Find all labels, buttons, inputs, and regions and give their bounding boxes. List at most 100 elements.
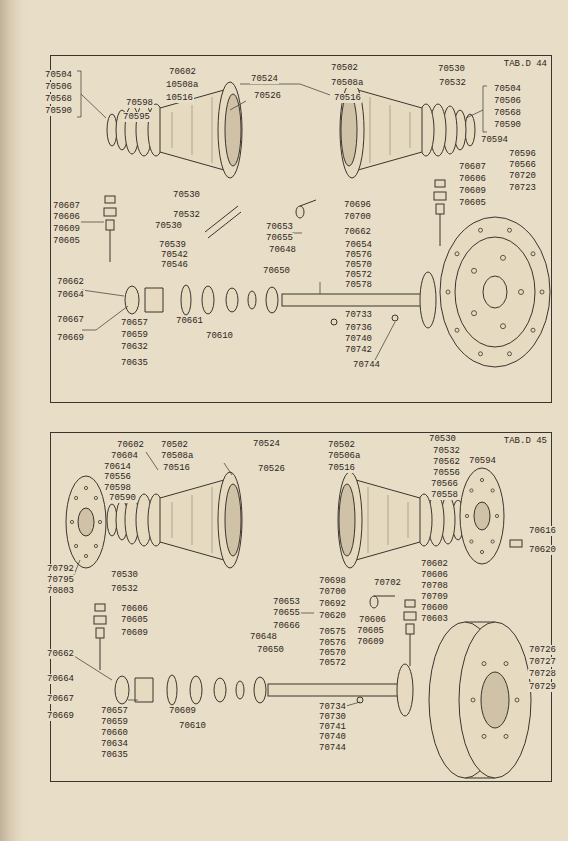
- callout-number: 70575: [318, 627, 347, 637]
- callout-number: 70648: [268, 245, 297, 255]
- callout-number: 70566: [430, 479, 459, 489]
- bolt-hole: [504, 662, 508, 666]
- callout-number: 70614: [103, 462, 132, 472]
- bolt-hole: [465, 514, 468, 517]
- callout-number: 70605: [356, 626, 385, 636]
- callout-number: 70692: [318, 599, 347, 609]
- callout-number: 70709: [420, 592, 449, 602]
- callout-number: 70605: [52, 236, 81, 246]
- callout-number: 70556: [103, 472, 132, 482]
- callout-number: 70700: [318, 587, 347, 597]
- callout-number: 70590: [44, 106, 73, 116]
- callout-number: 70655: [272, 608, 301, 618]
- callout-number: 70605: [458, 198, 487, 208]
- bolt-hole: [501, 255, 506, 260]
- bolt-hole: [70, 520, 73, 523]
- callout-number: 70653: [265, 222, 294, 232]
- callout-number: 70609: [52, 224, 81, 234]
- callout-number: 70530: [154, 221, 183, 231]
- callout-number: 70727: [528, 657, 557, 667]
- callout-number: 70616: [528, 526, 557, 536]
- bolt-hole: [531, 252, 535, 256]
- callout-number: 70526: [257, 464, 286, 474]
- callout-number: 70506a: [327, 451, 361, 461]
- callout-number: 70723: [508, 183, 537, 193]
- bolt-hole: [75, 496, 78, 499]
- callout-number: 70669: [56, 333, 85, 343]
- callout-number: 70504: [493, 84, 522, 94]
- callout-number: 70726: [528, 645, 557, 655]
- bolt-hole: [531, 328, 535, 332]
- bolt-hole: [479, 352, 483, 356]
- callout-number: 70620: [528, 545, 557, 555]
- callout-number: 70605: [120, 615, 149, 625]
- callout-number: 70502: [160, 440, 189, 450]
- callout-number: 70667: [46, 694, 75, 704]
- bolt-hole: [519, 290, 524, 295]
- bolt-hole: [446, 290, 450, 294]
- callout-number: 70606: [458, 174, 487, 184]
- table-id: TAB.D 45: [504, 436, 547, 446]
- callout-number: 70733: [344, 310, 373, 320]
- bolt-hole: [479, 228, 483, 232]
- callout-number: 70506: [493, 96, 522, 106]
- callout-number: 70635: [100, 750, 129, 760]
- callout-number: 70532: [172, 210, 201, 220]
- callout-number: 70504: [44, 70, 73, 80]
- callout-number: 70655: [265, 233, 294, 243]
- bolt-hole: [470, 489, 473, 492]
- callout-number: 70740: [344, 334, 373, 344]
- callout-number: 70502: [327, 440, 356, 450]
- callout-number: 70610: [178, 721, 207, 731]
- callout-number: 70594: [480, 135, 509, 145]
- bolt-hole: [455, 252, 459, 256]
- callout-number: 70530: [110, 570, 139, 580]
- callout-number: 70632: [120, 342, 149, 352]
- callout-number: 70606: [420, 570, 449, 580]
- callout-number: 70634: [100, 739, 129, 749]
- callout-number: 70532: [438, 78, 467, 88]
- callout-number: 70532: [432, 446, 461, 456]
- callout-number: 70572: [318, 658, 347, 668]
- bolt-hole: [455, 328, 459, 332]
- bolt-hole: [471, 698, 475, 702]
- callout-number: 70742: [344, 345, 373, 355]
- bolt-hole: [472, 268, 477, 273]
- bolt-hole: [470, 540, 473, 543]
- callout-number: 70729: [528, 682, 557, 692]
- callout-number: 70568: [44, 94, 73, 104]
- bolt-hole: [84, 486, 87, 489]
- callout-number: 70530: [437, 64, 466, 74]
- callout-number: 70607: [52, 201, 81, 211]
- bolt-hole: [482, 734, 486, 738]
- callout-number: 70666: [272, 621, 301, 631]
- callout-number: 70598: [103, 483, 132, 493]
- callout-number: 70595: [122, 112, 151, 122]
- bolt-hole: [75, 544, 78, 547]
- callout-number: 70740: [318, 732, 347, 742]
- callout-number: 70610: [205, 331, 234, 341]
- callout-number: 70664: [56, 290, 85, 300]
- callout-number: 70708: [420, 581, 449, 591]
- callout-number: 70650: [256, 645, 285, 655]
- bolt-hole: [515, 698, 519, 702]
- callout-number: 70524: [250, 74, 279, 84]
- callout-number: 70669: [46, 711, 75, 721]
- callout-number: 70648: [249, 632, 278, 642]
- callout-number: 70741: [318, 722, 347, 732]
- callout-number: 70576: [318, 638, 347, 648]
- callout-number: 70662: [56, 277, 85, 287]
- callout-number: 70576: [344, 250, 373, 260]
- callout-number: 70516: [162, 463, 191, 473]
- callout-number: 70667: [56, 315, 85, 325]
- callout-number: 10508a: [165, 80, 199, 90]
- callout-number: 70620: [318, 611, 347, 621]
- bolt-hole: [94, 544, 97, 547]
- callout-number: 70570: [344, 260, 373, 270]
- callout-number: 70546: [160, 260, 189, 270]
- callout-number: 70539: [158, 240, 187, 250]
- bolt-hole: [501, 324, 506, 329]
- callout-number: 70720: [508, 171, 537, 181]
- bolt-hole: [98, 520, 101, 523]
